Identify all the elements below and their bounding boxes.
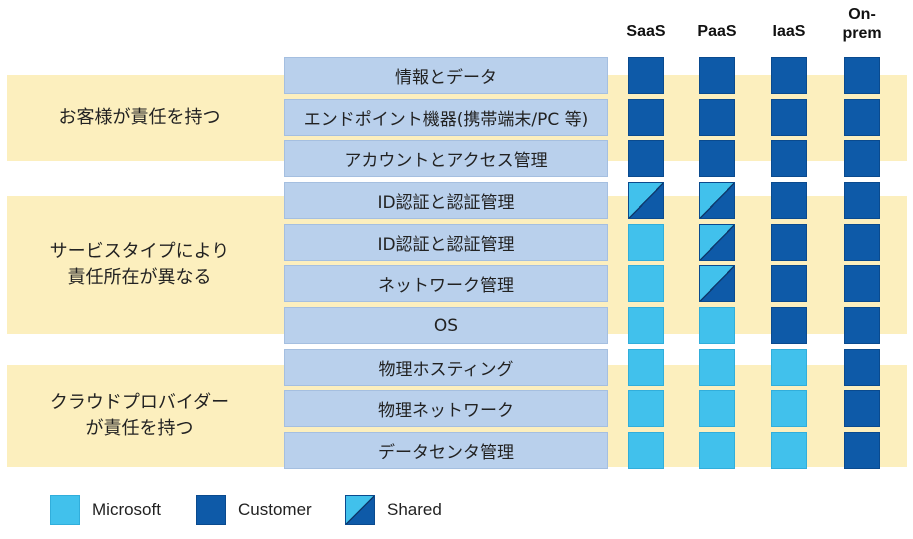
cell-saas-microsoft (628, 432, 664, 469)
legend-microsoft-swatch (50, 495, 80, 525)
cell-saas-microsoft (628, 265, 664, 302)
cell-onprem-customer (844, 265, 880, 302)
cell-saas-customer (628, 99, 664, 136)
row-label: データセンタ管理 (284, 432, 608, 469)
cell-iaas-customer (771, 99, 807, 136)
legend-shared-label: Shared (387, 500, 442, 519)
row-label: ネットワーク管理 (284, 265, 608, 302)
cell-saas-microsoft (628, 390, 664, 427)
row-label: アカウントとアクセス管理 (284, 140, 608, 177)
cell-iaas-customer (771, 265, 807, 302)
cell-iaas-customer (771, 224, 807, 261)
column-header-iaas: IaaS (772, 23, 806, 40)
cell-iaas-customer (771, 140, 807, 177)
row-label: 物理ネットワーク (284, 390, 608, 427)
group-label-provider: クラウドプロバイダー が責任を持つ (49, 392, 230, 439)
cell-onprem-customer (844, 432, 880, 469)
column-header-onprem: On- prem (842, 6, 882, 42)
row-label: エンドポイント機器(携帯端末/PC 等) (284, 99, 608, 136)
cell-saas-customer (628, 57, 664, 94)
row-label: 情報とデータ (284, 57, 608, 94)
cell-onprem-customer (844, 140, 880, 177)
cell-saas-microsoft (628, 307, 664, 344)
row-label: 物理ホスティング (284, 349, 608, 386)
cell-iaas-microsoft (771, 432, 807, 469)
legend-shared: Shared (345, 494, 442, 526)
cell-saas-customer (628, 140, 664, 177)
cell-paas-shared (699, 224, 735, 261)
legend-shared-swatch (345, 495, 375, 525)
cell-paas-shared (699, 182, 735, 219)
cell-paas-microsoft (699, 432, 735, 469)
cell-paas-customer (699, 140, 735, 177)
cell-onprem-customer (844, 349, 880, 386)
cell-iaas-microsoft (771, 349, 807, 386)
cell-paas-microsoft (699, 349, 735, 386)
legend-customer-swatch (196, 495, 226, 525)
cell-onprem-customer (844, 307, 880, 344)
cell-paas-microsoft (699, 390, 735, 427)
cell-iaas-microsoft (771, 390, 807, 427)
cell-iaas-customer (771, 307, 807, 344)
cell-paas-customer (699, 57, 735, 94)
row-label: ID認証と認証管理 (284, 182, 608, 219)
cell-onprem-customer (844, 182, 880, 219)
legend-customer: Customer (196, 494, 312, 526)
cell-onprem-customer (844, 390, 880, 427)
legend-customer-label: Customer (238, 500, 312, 519)
cell-onprem-customer (844, 99, 880, 136)
row-label: OS (284, 307, 608, 344)
cell-paas-microsoft (699, 307, 735, 344)
legend-microsoft-label: Microsoft (92, 500, 161, 519)
row-label: ID認証と認証管理 (284, 224, 608, 261)
cell-saas-microsoft (628, 224, 664, 261)
cell-onprem-customer (844, 224, 880, 261)
column-header-paas: PaaS (697, 23, 737, 40)
group-label-varies: サービスタイプにより 責任所在が異なる (49, 241, 230, 288)
cell-paas-customer (699, 99, 735, 136)
group-label-customer: お客様が責任を持つ (58, 107, 221, 128)
cell-iaas-customer (771, 57, 807, 94)
column-header-saas: SaaS (626, 23, 666, 40)
cell-paas-shared (699, 265, 735, 302)
cell-saas-shared (628, 182, 664, 219)
cell-onprem-customer (844, 57, 880, 94)
cell-saas-microsoft (628, 349, 664, 386)
cell-iaas-customer (771, 182, 807, 219)
legend-microsoft: Microsoft (50, 494, 161, 526)
